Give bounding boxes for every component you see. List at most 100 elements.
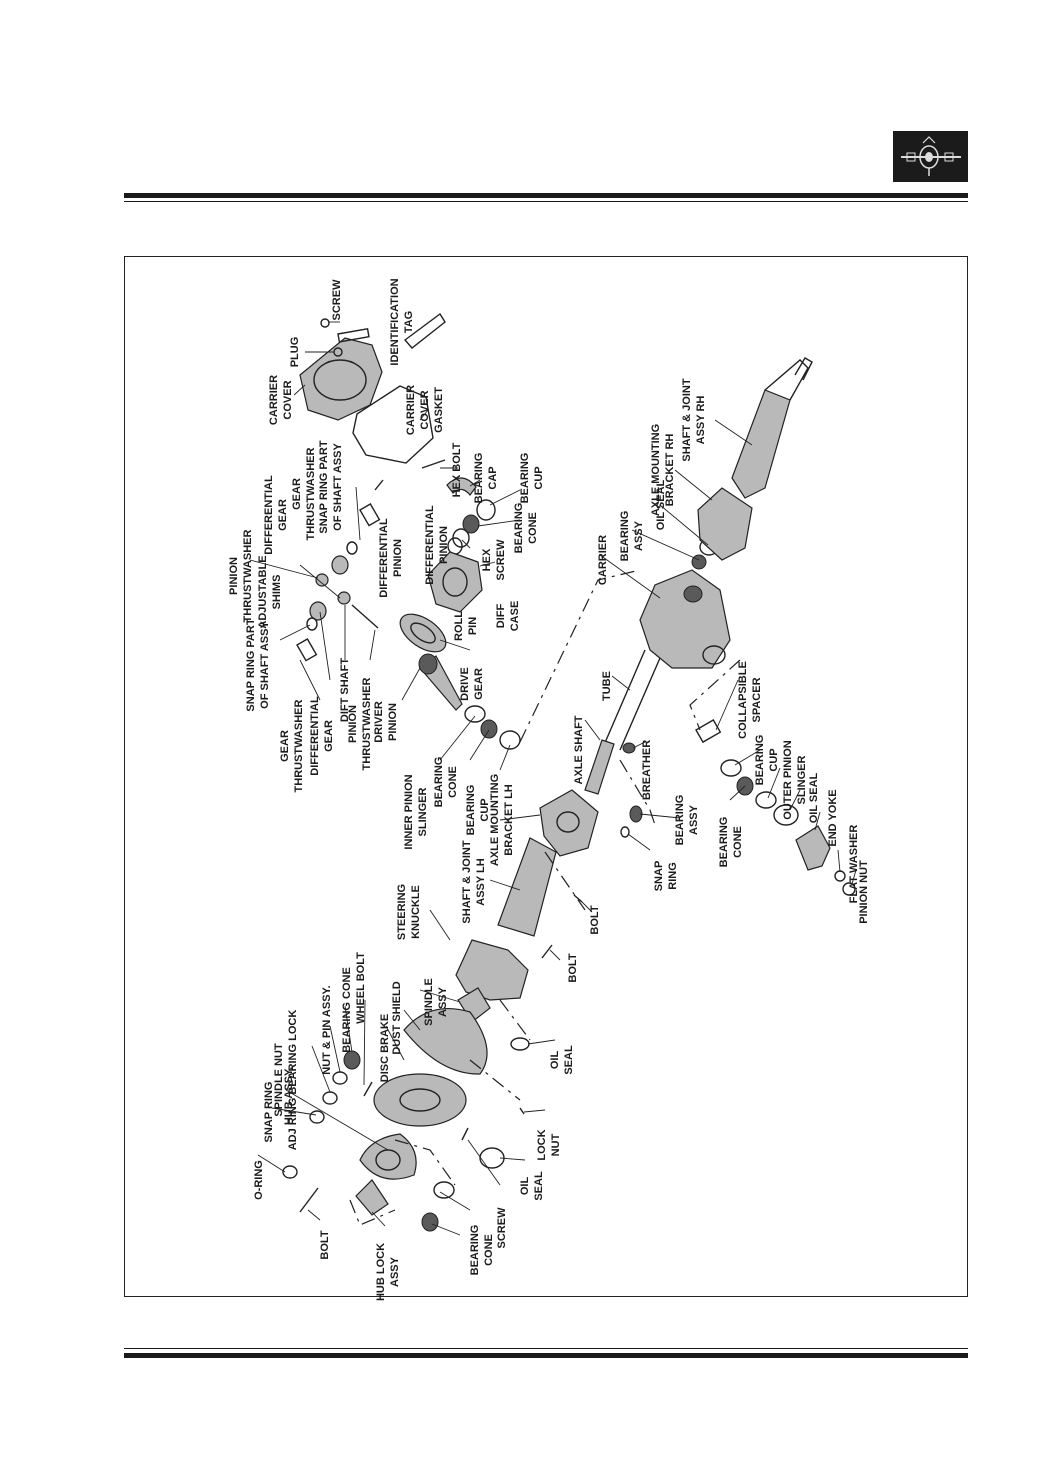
part-label: OIL SEAL — [655, 479, 667, 530]
part-label: CONE — [447, 766, 459, 798]
part-label: SPINDLE — [423, 978, 435, 1026]
part-label: HEX BOLT — [451, 442, 463, 497]
part-label: DISC BRAKE — [379, 1014, 391, 1082]
part-label: STEERING — [396, 884, 408, 940]
bearing-cup-outer — [720, 759, 742, 777]
part-label: BEARING — [619, 511, 631, 562]
part-label: DUST SHIELD — [391, 981, 403, 1054]
part-label: RING — [667, 862, 679, 890]
bearing-cup-upper — [476, 499, 496, 521]
part-label: DIFFERENTIAL — [424, 505, 436, 585]
part-label: BEARING — [513, 503, 525, 554]
snap-ring-1 — [306, 617, 318, 631]
drive-gear — [399, 613, 447, 653]
axle-tube — [603, 649, 661, 751]
axle-mounting-bracket-rh — [697, 487, 753, 561]
hex-bolt — [421, 459, 446, 469]
diagram-parts — [282, 312, 856, 1232]
collapsible-spacer — [695, 719, 722, 744]
part-label: PIN — [467, 617, 479, 635]
part-label: SCREW — [495, 539, 507, 581]
dift-shaft — [351, 604, 379, 629]
part-label: BEARING — [433, 757, 445, 808]
diagram-frame — [124, 256, 968, 1297]
part-label: CONE — [483, 1234, 495, 1266]
part-label: THRUSTWASHER — [293, 700, 305, 793]
part-label: ASSY — [437, 986, 449, 1017]
snap-ring-2 — [346, 541, 358, 555]
part-label: ASSY — [688, 804, 700, 835]
part-label: PINION — [438, 526, 450, 564]
part-label: BEARING — [718, 817, 730, 868]
part-label: ADJ RING BEARING LOCK — [287, 1010, 299, 1151]
part-label: CARRIER — [405, 385, 417, 435]
part-label: TUBE — [601, 671, 613, 701]
differential-pinion-1 — [315, 573, 329, 587]
part-label: SNAP RING PART — [318, 440, 330, 533]
part-label: SPACER — [751, 677, 763, 722]
part-label: SNAP — [653, 861, 665, 892]
dust-shield — [403, 1008, 488, 1075]
part-label: ASSY — [633, 520, 645, 551]
part-label: THRUSTWASHER — [242, 530, 254, 623]
pinion-nut — [842, 882, 856, 896]
part-label: BOLT — [319, 1230, 331, 1259]
part-label: BRACKET RH — [664, 434, 676, 507]
part-label: CONE — [527, 512, 539, 544]
footer-rule-thick — [124, 1353, 968, 1358]
part-label: PINION — [347, 705, 359, 743]
part-label: NUT & PIN ASSY. — [321, 985, 333, 1074]
part-label: WHEEL BOLT — [355, 952, 367, 1024]
steering-knuckle — [455, 939, 529, 1001]
part-label: OIL — [549, 1051, 561, 1070]
part-label: HEX — [481, 548, 493, 571]
part-label: THRUSTWASHER — [305, 448, 317, 541]
shaft-joint-rh — [731, 389, 791, 499]
part-label: COLLAPSIBLE — [737, 661, 749, 739]
header-rule-thin — [124, 201, 968, 202]
bearing-cap — [446, 477, 477, 496]
part-label: ASSY LH — [475, 858, 487, 906]
differential-gear-1 — [309, 601, 327, 621]
wheel-bolt — [363, 1081, 373, 1097]
part-label: BRACKET LH — [503, 784, 515, 856]
bearing-cone-pinion — [480, 719, 498, 739]
part-label: END YOKE — [827, 789, 839, 846]
part-label: SLINGER — [796, 756, 808, 805]
part-label: GEAR — [323, 720, 335, 752]
snap-ring-hub — [309, 1110, 325, 1124]
cover-gasket — [352, 385, 434, 464]
part-label: PINION NUT — [858, 860, 870, 924]
carrier-cover — [299, 337, 383, 421]
part-label: BEARING — [754, 735, 766, 786]
part-label: OIL — [519, 1177, 531, 1196]
part-label: BREATHER — [641, 740, 653, 800]
diff-case — [427, 551, 483, 613]
adj-ring — [332, 1071, 348, 1085]
part-label: CUP — [479, 798, 491, 821]
part-label: GEAR — [277, 499, 289, 531]
part-label: PINION — [392, 539, 404, 577]
bolt-hub — [299, 1187, 319, 1213]
part-label: ASSY — [389, 1256, 401, 1287]
part-label: BEARING CONE — [341, 967, 353, 1053]
outer-pinion-slinger — [755, 791, 777, 809]
part-label: CUP — [768, 748, 780, 771]
part-label: GEAR — [291, 478, 303, 510]
part-label: THRUSTWASHER — [361, 678, 373, 771]
oil-seal-spindle — [510, 1037, 530, 1051]
part-label: OUTER PINION — [782, 740, 794, 820]
bearing-cone-inner — [421, 1212, 439, 1232]
part-label: CASE — [509, 601, 521, 632]
part-label: BEARING — [469, 1225, 481, 1276]
part-label: BEARING — [519, 453, 531, 504]
oil-seal-pinion — [773, 804, 799, 826]
bearing-assy-rh — [691, 554, 707, 570]
part-label: DIFFERENTIAL — [263, 475, 275, 555]
part-label: GASKET — [433, 387, 445, 433]
part-label: DIFFERENTIAL — [309, 696, 321, 776]
part-label: KNUCKLE — [410, 885, 422, 939]
leader-lines — [249, 321, 857, 1236]
part-label: CAP — [487, 466, 499, 489]
part-label: PINION — [387, 703, 399, 741]
